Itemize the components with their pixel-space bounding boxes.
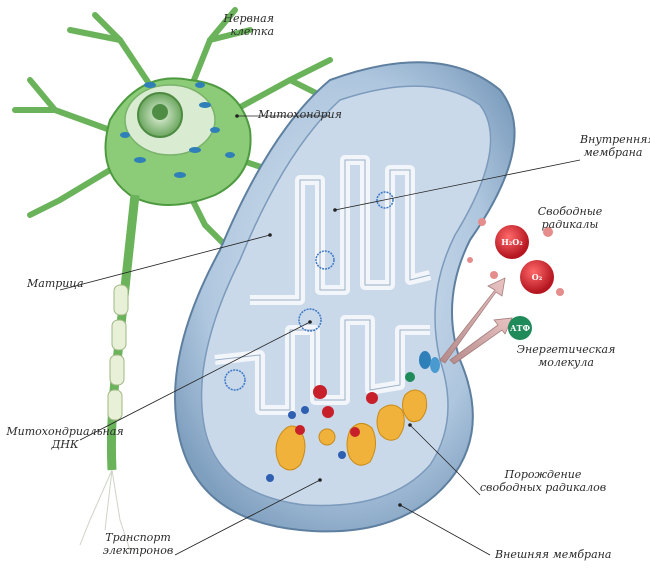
- label-free-radicals: Свободные радикалы: [535, 205, 605, 231]
- atp-text: АТФ: [510, 323, 530, 333]
- label-energy-molecule: Энергетическая молекула: [510, 343, 622, 369]
- label-free-radical-generation: Порождение свободных радикалов: [478, 468, 608, 494]
- label-nerve-cell: Нервная клетка: [222, 12, 274, 38]
- label-inner-membrane: Внутренняя мембрана: [580, 133, 646, 159]
- label-mitochondrion: Митохондрия: [258, 108, 342, 121]
- label-electron-transport: Транспорт электронов: [98, 531, 178, 557]
- h2o2-text: H₂O₂: [501, 237, 523, 247]
- label-outer-membrane: Внешняя мембрана: [495, 548, 611, 561]
- o2-text: O₂: [532, 272, 543, 282]
- label-matrix: Матрица: [27, 277, 84, 290]
- label-mito-dna: Митохондриальная ДНК: [2, 425, 128, 451]
